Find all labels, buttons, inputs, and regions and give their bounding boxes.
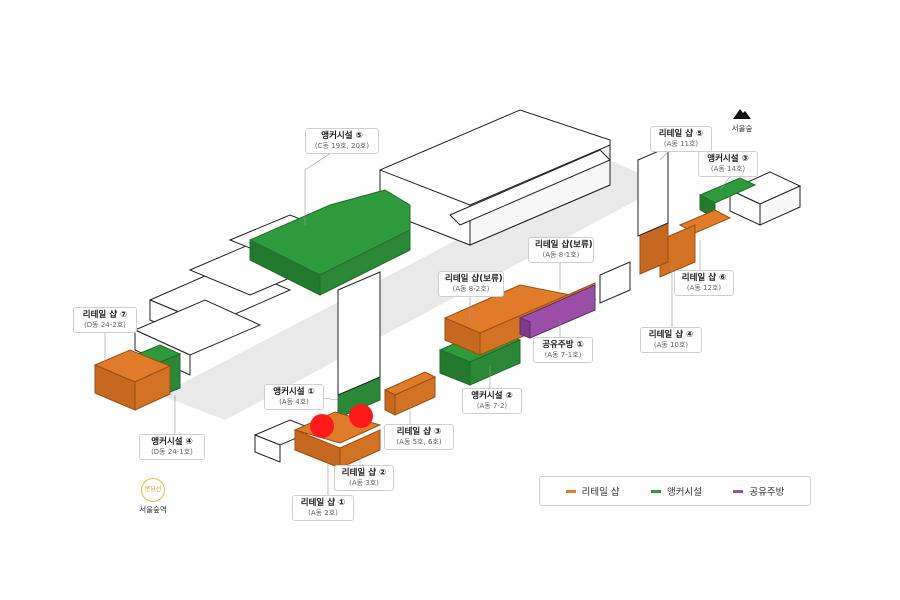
plaza-ground: [160, 160, 665, 420]
callout-retail-5[interactable]: 리테일 샵 ⑤ (A동 11호): [650, 126, 712, 152]
callout-sub: (A동 12호): [686, 284, 722, 292]
legend-swatch: [651, 489, 662, 493]
callout-title: 리테일 샵 ①: [300, 498, 346, 508]
legend-swatch: [733, 489, 744, 493]
brand-towers: [337, 146, 669, 396]
subway-station[interactable]: 분당선 서울숲역: [128, 478, 178, 515]
callout-sub: (A동 8-1호): [542, 251, 580, 259]
callout-title: 공유주방 ①: [542, 340, 584, 350]
callout-retail-8-2[interactable]: 리테일 샵(보류) (A동 8-2호): [438, 271, 504, 297]
callout-sub: (A동 7-2): [476, 402, 508, 410]
callout-title: 앵커시설 ④: [151, 437, 193, 447]
callout-anchor-4[interactable]: 앵커시설 ④ (D동 24-1호): [139, 434, 205, 460]
callout-title: 리테일 샵 ③: [396, 427, 442, 437]
callout-retail-2[interactable]: 리테일 샵 ② (A동 3호): [334, 465, 394, 491]
callout-title: 앵커시설 ⑤: [321, 131, 363, 141]
callout-anchor-5[interactable]: 앵커시설 ⑤ (C동 19호, 20호): [305, 128, 379, 154]
legend-label: 앵커시설: [667, 487, 702, 498]
park-landmark[interactable]: 서울숲: [722, 104, 762, 134]
callout-sub: (A동 3호): [349, 479, 379, 487]
callout-retail-6[interactable]: 리테일 샵 ⑥ (A동 12호): [674, 270, 734, 296]
callout-kitchen-1[interactable]: 공유주방 ① (A동 7-1호): [533, 337, 593, 363]
legend: 리테일 샵 앵커시설 공유주방: [539, 476, 811, 506]
callout-sub: (A동 8-2호): [452, 285, 490, 293]
park-name: 서울숲: [731, 124, 753, 133]
callout-sub: (A동 5호, 6호): [396, 438, 442, 446]
callout-title: 리테일 샵 ④: [648, 330, 694, 340]
callout-title: 리테일 샵 ②: [341, 468, 387, 478]
callout-title: 리테일 샵(보류): [445, 274, 503, 284]
callout-title: 리테일 샵 ⑤: [658, 129, 704, 139]
callout-title: 앵커시설 ①: [273, 387, 315, 397]
callout-anchor-1[interactable]: 앵커시설 ① (A동 4호): [264, 384, 324, 410]
callout-retail-8-1[interactable]: 리테일 샵(보류) (A동 8-1호): [528, 237, 594, 263]
callout-retail-4[interactable]: 리테일 샵 ④ (A동 10호): [640, 327, 702, 353]
callout-title: 앵커시설 ③: [707, 154, 749, 164]
callout-title: 리테일 샵 ⑦: [82, 310, 128, 320]
callout-retail-3[interactable]: 리테일 샵 ③ (A동 5호, 6호): [384, 424, 454, 450]
legend-item-retail: 리테일 샵: [565, 484, 620, 498]
legend-item-kitchen: 공유주방: [733, 484, 784, 498]
callout-title: 리테일 샵(보류): [535, 240, 593, 250]
callout-sub: (A동 10호): [653, 341, 689, 349]
legend-label: 공유주방: [749, 487, 785, 498]
callout-title: 앵커시설 ②: [471, 391, 513, 401]
callout-sub: (C동 19호, 20호): [314, 142, 370, 150]
callout-anchor-2[interactable]: 앵커시설 ② (A동 7-2): [462, 388, 522, 414]
mountain-icon: [733, 109, 751, 119]
callout-sub: (D동 24-2호): [84, 321, 126, 329]
legend-item-anchor: 앵커시설: [651, 484, 702, 498]
kitchen-block: [519, 284, 596, 339]
location-marker-icon[interactable]: [349, 404, 373, 428]
callout-sub: (A동 14호): [710, 165, 746, 173]
callout-sub: (D동 24-1호): [151, 448, 193, 456]
subway-icon: 분당선: [141, 478, 165, 502]
legend-label: 리테일 샵: [581, 487, 620, 498]
callout-anchor-3[interactable]: 앵커시설 ③ (A동 14호): [698, 151, 758, 177]
station-name: 서울숲역: [139, 505, 167, 514]
callout-sub: (A동 2호): [308, 509, 338, 517]
callout-sub: (A동 4호): [279, 398, 309, 406]
callout-title: 리테일 샵 ⑥: [681, 273, 727, 283]
callout-sub: (A동 11호): [663, 140, 699, 148]
callout-sub: (A동 7-1호): [544, 351, 582, 359]
callout-retail-7[interactable]: 리테일 샵 ⑦ (D동 24-2호): [73, 307, 137, 333]
callout-retail-1[interactable]: 리테일 샵 ① (A동 2호): [292, 495, 354, 521]
legend-swatch: [565, 489, 576, 493]
location-marker-icon[interactable]: [310, 414, 334, 438]
anchor-blocks: [126, 177, 757, 419]
